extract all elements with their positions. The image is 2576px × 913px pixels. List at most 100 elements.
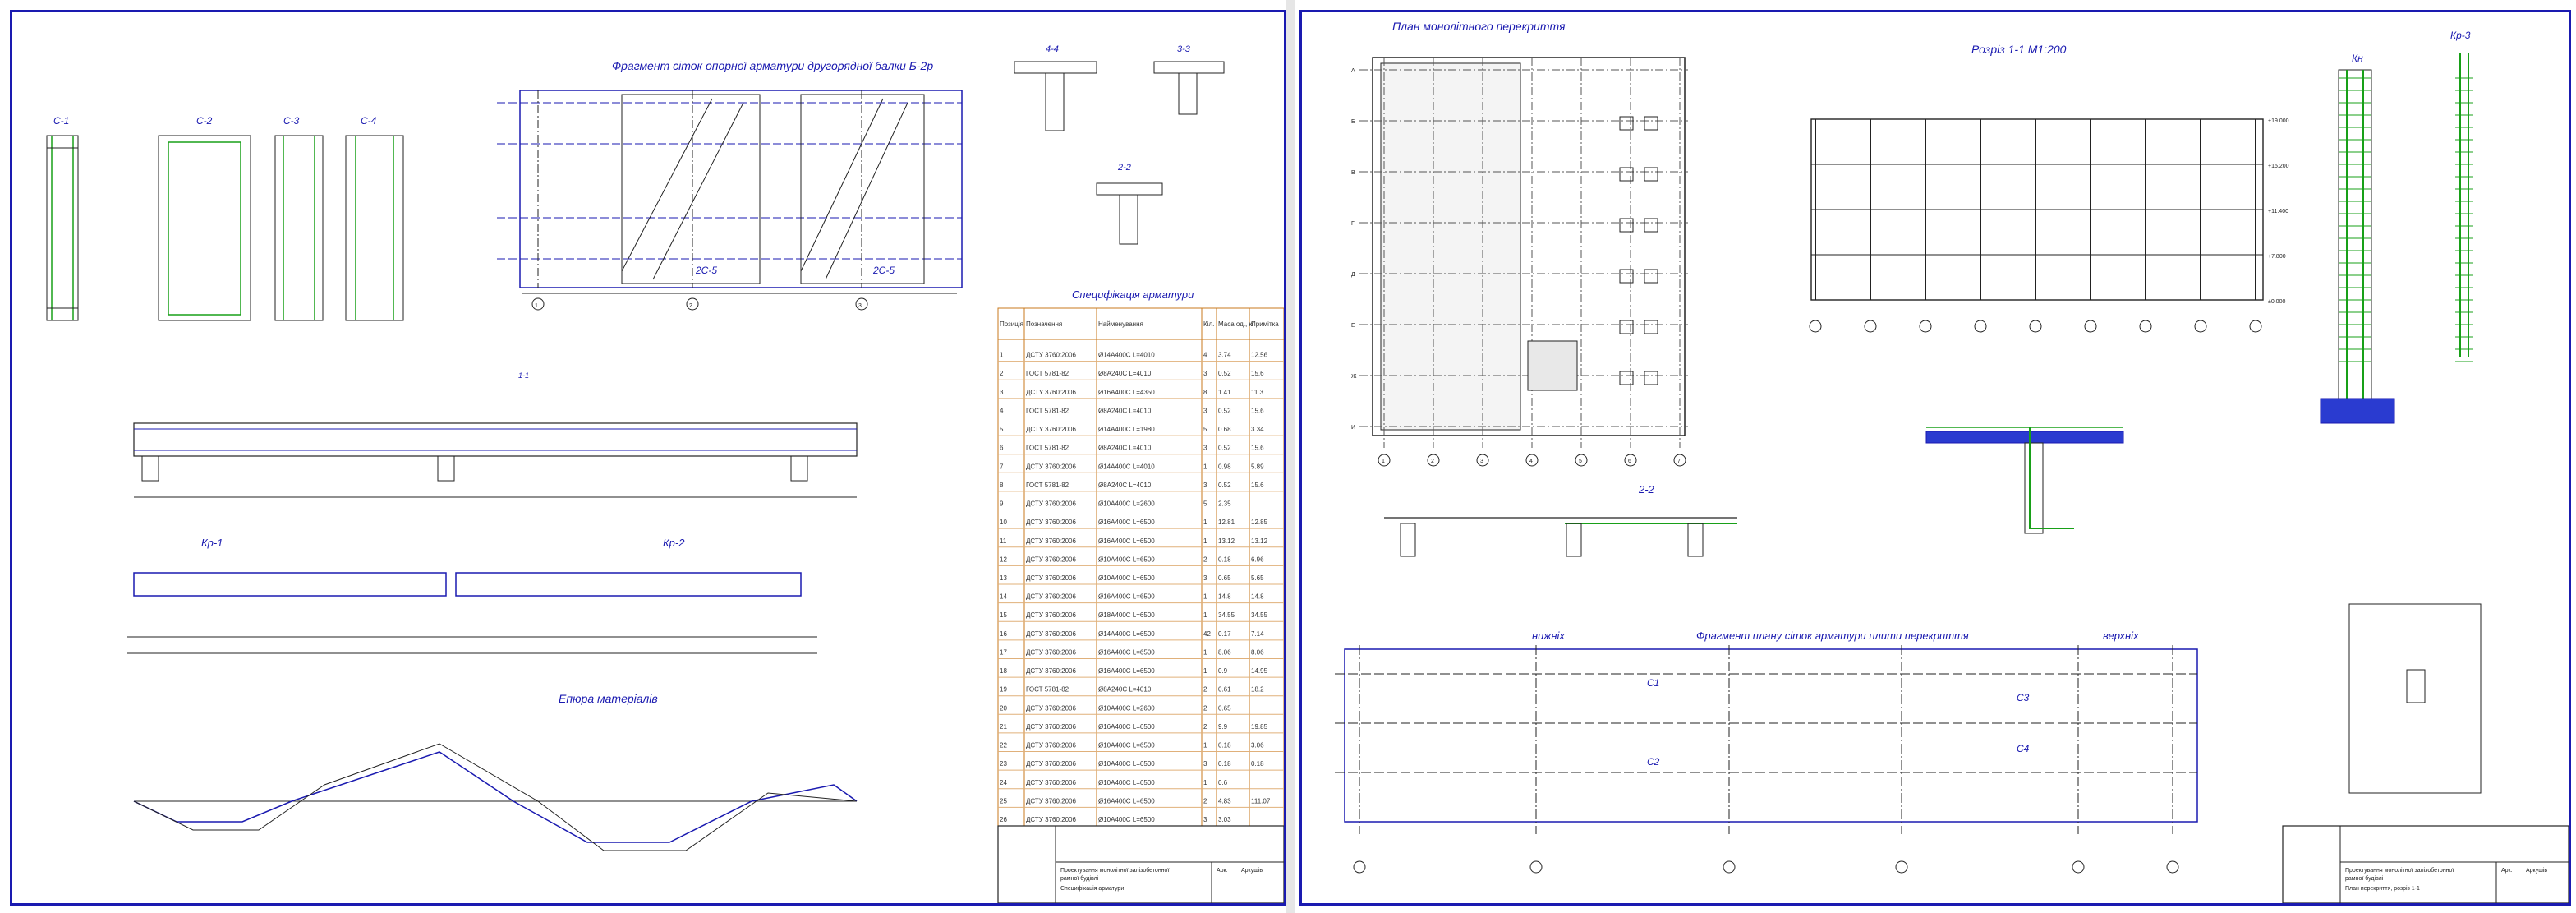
spec-cell: 1.41 bbox=[1218, 389, 1231, 396]
mesh-details: С-1 С-2 С-3 С-4 bbox=[46, 115, 404, 321]
section-label-2-2: 2-2 bbox=[1117, 163, 1131, 173]
spec-cell: 2 bbox=[1203, 723, 1208, 731]
plate-axis-bubble bbox=[2166, 860, 2179, 874]
level-mark-5: +19.000 bbox=[2268, 118, 2289, 124]
plan-column bbox=[1619, 320, 1634, 334]
spec-cell: 3 bbox=[1000, 389, 1004, 396]
section-axis-bubble bbox=[2084, 320, 2097, 333]
spec-cell: Ø10А400С L=2600 bbox=[1098, 500, 1155, 508]
beam-elevation: 1-1 bbox=[133, 371, 858, 498]
plan-axis-number: 5 bbox=[1579, 459, 1582, 464]
spec-header-cell: Найменування bbox=[1098, 320, 1143, 328]
spec-cell: 3.74 bbox=[1218, 352, 1231, 359]
spec-cell: 111.07 bbox=[1251, 797, 1271, 805]
spec-cell: Ø16А400С L=6500 bbox=[1098, 667, 1155, 675]
spec-cell: 12.85 bbox=[1251, 519, 1268, 526]
plan-axis-bubble bbox=[1575, 454, 1588, 467]
spec-cell: 6.96 bbox=[1251, 556, 1264, 563]
spec-cell: 16 bbox=[1000, 630, 1007, 638]
callout-2-2: 2-2 bbox=[1638, 483, 1655, 496]
spec-cell: 5 bbox=[1000, 426, 1004, 433]
spec-cell: 17 bbox=[1000, 648, 1007, 656]
spec-cell: 0.18 bbox=[1251, 760, 1264, 768]
spec-cell: Ø16А400С L=4350 bbox=[1098, 389, 1155, 396]
plan-axis-number: 7 bbox=[1677, 459, 1681, 464]
spec-cell: Ø10А400С L=6500 bbox=[1098, 779, 1155, 786]
level-mark-4: +15.200 bbox=[2268, 164, 2289, 169]
column-frames: Кн Кр-3 bbox=[2320, 30, 2473, 424]
spec-cell: 3 bbox=[1203, 445, 1208, 452]
spec-cell: Ø16А400С L=6500 bbox=[1098, 797, 1155, 805]
spec-cell: 0.65 bbox=[1218, 574, 1231, 582]
frame-label-kr3: Кр-3 bbox=[2450, 30, 2471, 41]
stamp1-sheet: Арк. bbox=[1217, 868, 1228, 874]
spec-cell: 1 bbox=[1203, 593, 1208, 601]
detail-joint bbox=[2348, 603, 2482, 794]
spec-cell: 3.34 bbox=[1251, 426, 1264, 433]
grid-axis-3: 3 bbox=[858, 303, 862, 309]
spec-cell: 5.89 bbox=[1251, 463, 1264, 470]
spec-cell: 1 bbox=[1203, 537, 1208, 545]
spec-cell: ДСТУ 3760:2006 bbox=[1026, 500, 1076, 508]
spec-cell: ГОСТ 5781-82 bbox=[1026, 686, 1070, 694]
section-axis-bubble bbox=[2029, 320, 2042, 333]
spec-cell: 0.98 bbox=[1218, 463, 1231, 470]
spec-cell: 1 bbox=[1203, 779, 1208, 786]
spec-cell: 0.17 bbox=[1218, 630, 1231, 638]
spec-cell: 0.18 bbox=[1218, 556, 1231, 563]
spec-cell: 3 bbox=[1203, 574, 1208, 582]
spec-cell: ДСТУ 3760:2006 bbox=[1026, 704, 1076, 712]
spec-cell: 0.65 bbox=[1218, 704, 1231, 712]
plan-axis-number: 3 bbox=[1480, 459, 1484, 464]
section-axis-bubble bbox=[2249, 320, 2262, 333]
spec-cell: Ø16А400С L=6500 bbox=[1098, 537, 1155, 545]
plate-mesh-c4: С4 bbox=[2017, 743, 2030, 754]
spec-cell: 0.18 bbox=[1218, 760, 1231, 768]
plan-column bbox=[1619, 371, 1634, 385]
spec-header-cell: Кіл. bbox=[1203, 320, 1214, 328]
plate-grid-columns bbox=[1353, 645, 2179, 874]
spec-cell: 24 bbox=[1000, 779, 1007, 786]
spec-header-cell: Маса од., кг bbox=[1218, 320, 1254, 328]
section-axis-bubble bbox=[1974, 320, 1987, 333]
spec-cell: Ø16А400С L=6500 bbox=[1098, 593, 1155, 601]
spec-cell: 13.12 bbox=[1218, 537, 1235, 545]
spec-cell: 19.85 bbox=[1251, 723, 1268, 731]
section-axis-bubble bbox=[1809, 320, 1822, 333]
spec-cell: 2.35 bbox=[1218, 500, 1231, 508]
stamp1-sheets: Аркушів bbox=[1241, 867, 1263, 874]
spec-cell: 18.2 bbox=[1251, 686, 1264, 694]
node-detail bbox=[1925, 427, 2124, 534]
spec-cell: Ø14А400С L=1980 bbox=[1098, 426, 1155, 433]
spec-cell: Ø10А400С L=6500 bbox=[1098, 742, 1155, 749]
spec-cell: 8 bbox=[1000, 482, 1004, 489]
plan-axis-letter: Д bbox=[1351, 272, 1355, 278]
spec-cell: 4.83 bbox=[1218, 797, 1231, 805]
stamp2-line3: План перекриття, розріз 1-1 bbox=[2345, 885, 2420, 892]
spec-cell: 1 bbox=[1000, 352, 1004, 359]
grid-mesh-label-1: 2С-5 bbox=[695, 265, 717, 276]
plan-column bbox=[1644, 269, 1658, 284]
section-axis-bubble bbox=[1919, 320, 1932, 333]
section-1-1: Розріз 1-1 М1:200 +19.000 +15.200 +11.40… bbox=[1809, 43, 2289, 333]
spec-cell: 13 bbox=[1000, 574, 1007, 582]
mesh-label-c2: С-2 bbox=[196, 115, 213, 127]
spec-cell: 0.52 bbox=[1218, 482, 1231, 489]
spec-cell: 1 bbox=[1203, 611, 1208, 619]
spec-cell: Ø14А400С L=6500 bbox=[1098, 630, 1155, 638]
frame-label-kr1: Кр-1 bbox=[201, 537, 223, 549]
spec-header-cell: Примітка bbox=[1251, 320, 1279, 328]
spec-column-lines bbox=[1024, 308, 1250, 826]
plan-columns bbox=[1619, 116, 1658, 385]
spec-cell: 12.56 bbox=[1251, 352, 1268, 359]
spec-cell: Ø10А400С L=6500 bbox=[1098, 816, 1155, 823]
grid-fragment-title: Фрагмент сіток опорної арматури другоряд… bbox=[612, 59, 933, 72]
spec-cell: 34.55 bbox=[1251, 611, 1268, 619]
stamp2-line2: рамної будівлі bbox=[2345, 875, 2384, 882]
spec-cell: 1 bbox=[1203, 742, 1208, 749]
plan-column bbox=[1619, 218, 1634, 233]
